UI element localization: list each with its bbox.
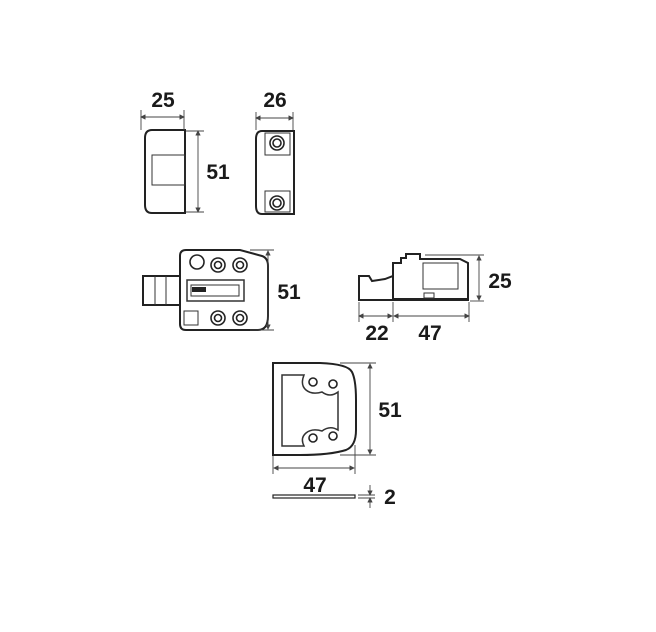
- front-width-label: 25: [151, 89, 175, 112]
- back-width-label: 26: [263, 89, 286, 112]
- front-height-label: 51: [206, 161, 230, 184]
- plate-width-label: 47: [303, 474, 326, 497]
- side-view: 22 47 25: [358, 253, 512, 345]
- back-view: 26: [255, 89, 295, 215]
- top-height-label: 51: [277, 281, 301, 304]
- side-body-label: 47: [418, 322, 441, 345]
- top-view: 51: [142, 249, 301, 331]
- side-height-label: 25: [488, 270, 512, 293]
- plate-view: 51 47 2: [272, 362, 402, 509]
- front-view: 25 51: [140, 89, 230, 214]
- plate-height-label: 51: [378, 399, 402, 422]
- side-tab-label: 22: [365, 322, 388, 345]
- plate-thickness-label: 2: [384, 486, 396, 509]
